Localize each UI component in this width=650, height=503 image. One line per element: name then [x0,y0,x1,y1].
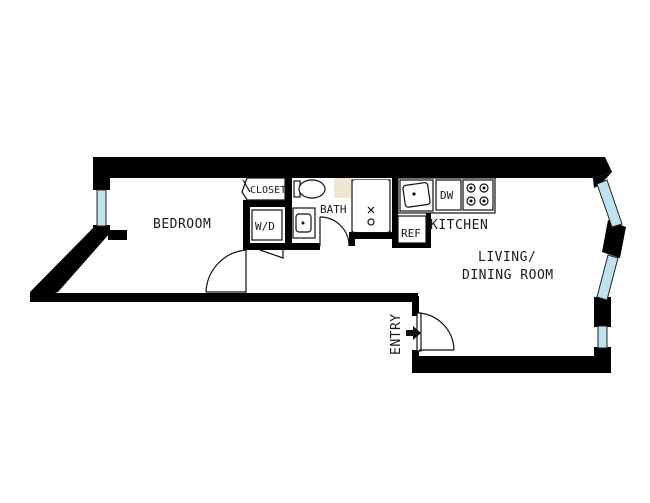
exterior-walls [30,157,626,373]
kitchen-sink [399,179,434,212]
left-wall-upper [93,175,110,190]
bay-wall-bottom [594,347,611,367]
west-window [96,189,107,227]
refrigerator-box [397,215,427,244]
bath-door-jamb [349,232,355,246]
bedroom-door [205,249,247,294]
bottom-right-wall [412,356,611,373]
wd-bath-wall [285,178,292,250]
interior-walls [243,178,431,250]
kitchen-fixtures [397,177,496,244]
closet-door [242,179,251,193]
bath-label: BATH [320,203,347,216]
washer-dryer-box [251,209,283,241]
toilet [293,179,326,199]
closet-wd-wall-left [243,200,250,250]
top-wall [93,157,612,190]
bath-door [319,216,350,247]
dishwasher-box [435,179,462,211]
east-window [597,325,608,349]
wd-door [259,249,284,259]
living-label-line1: LIVING/ [478,250,536,265]
diagonal-west-wall [30,228,110,301]
closet-label: CLOSET [250,185,286,196]
bottom-wall [30,293,418,302]
bath-fixtures [292,178,391,239]
bay-wall-low [594,297,611,327]
closet-wd-wall-top [243,200,288,207]
shower [351,179,391,233]
bath-bottom-wall [285,243,320,250]
entry-left-wall [412,296,419,316]
bath-kitchen-wall [392,178,398,248]
bay-wall-mid [602,220,626,258]
stove [462,179,494,211]
bay-window-lower [596,254,619,301]
living-label-line2: DINING ROOM [462,268,554,283]
entry-arrow-icon [406,326,421,340]
entry-label: ENTRY [389,313,404,355]
ref-wall-bottom [392,243,431,248]
washer-dryer-label: W/D [255,220,275,233]
left-wall-stub [108,230,127,240]
dishwasher-label: DW [440,189,454,202]
left-wall-lower [93,225,110,235]
bath-tile [334,178,351,198]
bath-sink [292,207,316,239]
bath-bottom-wall-right [349,232,393,239]
ref-wall-right [426,213,431,248]
bay-window-upper [596,179,623,228]
entry-door [416,312,455,352]
closet-wd-wall-bottom [243,243,288,250]
refrigerator-label: REF [401,227,421,240]
closet-outline [241,177,286,201]
bedroom-label: BEDROOM [153,217,211,232]
kitchen-label: KITCHEN [430,218,488,233]
windows [96,179,623,349]
